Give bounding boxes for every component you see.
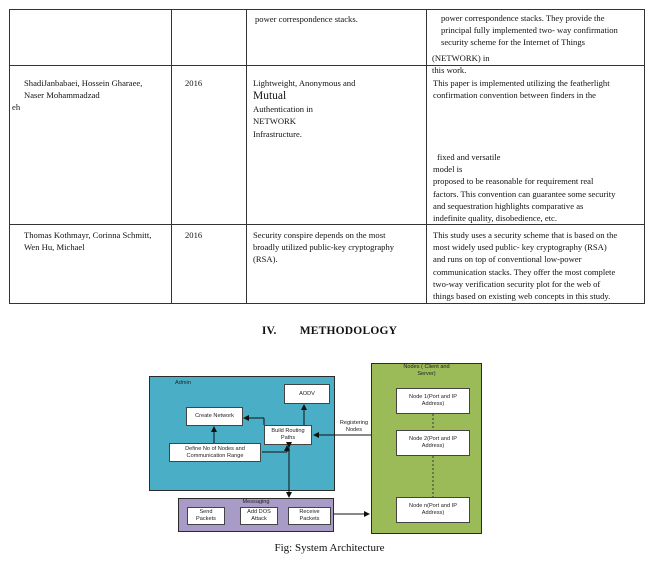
registering-nodes-label: Registering Nodes	[339, 420, 369, 433]
send-packets-box: Send Packets	[187, 507, 225, 525]
table-col-divider	[426, 10, 427, 303]
table-row-3-method: Security conspire depends on the most br…	[253, 230, 395, 265]
messaging-label: Messaging	[242, 499, 270, 505]
node-2-box: Node 2(Port and IP Address)	[396, 430, 470, 456]
node-n-box: Node n(Port and IP Address)	[396, 497, 470, 523]
literature-table: power correspondence stacks. power corre…	[9, 9, 645, 304]
define-nodes-box: Define No of Nodes and Communication Ran…	[169, 443, 261, 462]
table-col-divider	[171, 10, 172, 303]
section-title: METHODOLOGY	[299, 325, 398, 337]
nodes-label: Nodes ( Client and Server)	[403, 364, 450, 377]
table-row-1-description: power correspondence stacks. They provid…	[432, 13, 618, 75]
table-row-divider	[10, 65, 644, 66]
receive-packets-box: Receive Packets	[288, 507, 331, 525]
table-row-3-year: 2016	[185, 230, 203, 240]
table-row-3-description: This study uses a security scheme that i…	[433, 230, 618, 302]
table-row-2-method: Lightweight, Anonymous and Mutual Authen…	[253, 78, 356, 139]
table-col-divider	[246, 10, 247, 303]
table-row-2-description-cont: fixed and versatile model is proposed to…	[433, 152, 616, 224]
aodv-box: AODV	[284, 384, 330, 404]
table-row-2-description: This paper is implemented utilizing the …	[433, 78, 610, 101]
section-heading: IV. METHODOLOGY	[0, 325, 659, 337]
figure-caption: Fig: System Architecture	[274, 542, 385, 554]
table-row-3-authors: Thomas Kothmayr, Corinna Schmitt, Wen Hu…	[24, 230, 152, 253]
table-row-1-method: power correspondence stacks.	[255, 14, 358, 24]
admin-label: Admin	[175, 380, 191, 386]
node-1-box: Node 1(Port and IP Address)	[396, 388, 470, 414]
add-dos-attack-box: Add DOS Attack	[240, 507, 278, 525]
section-number: IV.	[261, 325, 277, 337]
create-network-box: Create Network	[186, 407, 243, 426]
table-row-divider	[10, 224, 644, 225]
table-row-2-authors: ShadiJanbabaei, Hossein Gharaee, Naser M…	[12, 78, 143, 113]
table-row-2-year: 2016	[185, 78, 203, 88]
